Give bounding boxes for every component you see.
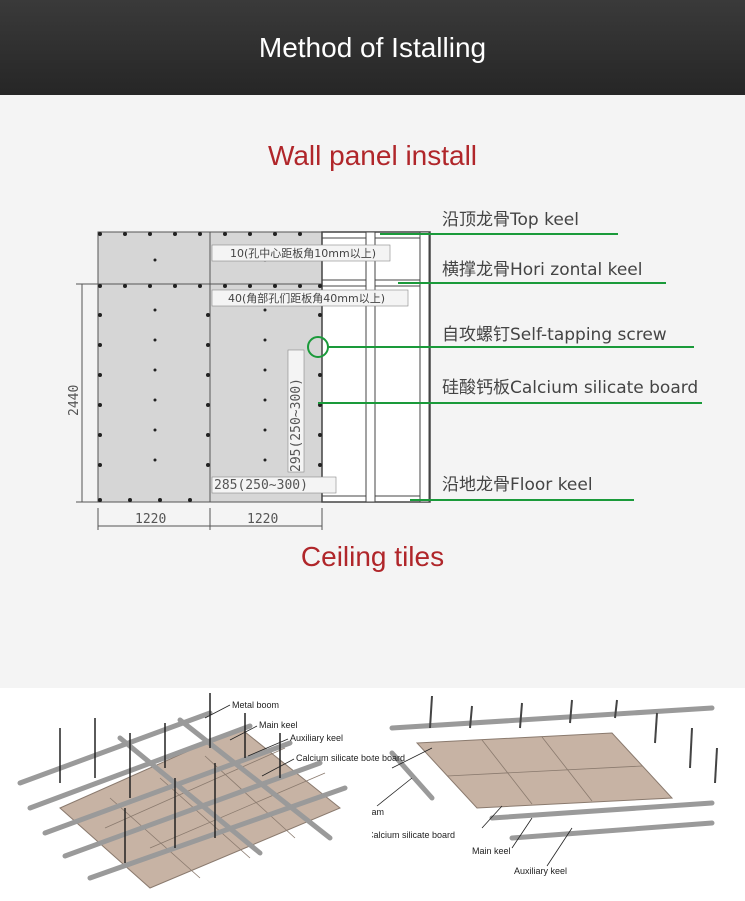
dim-horizontal-spacing: 285(250~300)	[214, 478, 308, 493]
label-auxiliary-keel-right: Auxiliary keel	[514, 866, 567, 876]
booms-left	[59, 693, 281, 863]
dim-vertical-spacing: 295(250~300)	[289, 378, 304, 472]
keels-left	[17, 710, 348, 881]
ceiling-board-right	[415, 732, 674, 809]
label-seam: seam	[372, 807, 384, 817]
label-board-bottom-right: Calcium silicate board	[372, 830, 455, 840]
dim-width-right: 1220	[247, 512, 278, 527]
leaders-right	[376, 747, 573, 867]
ceiling-diagram-left: Metal boom Main keel Auxiliary keel Calc…	[17, 693, 372, 889]
callout-floor-keel: 沿地龙骨Floor keel	[442, 475, 593, 495]
note-edge-40: 40(角部孔们距板角40mm以上)	[228, 291, 385, 305]
keels-right	[389, 705, 715, 841]
callout-board: 硅酸钙板Calcium silicate board	[442, 378, 698, 398]
label-board-left: Calcium silicate board	[296, 753, 372, 763]
screw-dots	[98, 232, 322, 502]
rods-right	[429, 695, 718, 784]
ceiling-tiles-title: Ceiling tiles	[300, 541, 445, 572]
wall-panel-title: Wall panel install	[267, 140, 478, 171]
callout-screw: 自攻螺钉Self-tapping screw	[442, 325, 667, 345]
label-board-top-right: Calcium silicate board	[372, 753, 405, 763]
note-edge-10: 10(孔中心距板角10mm以上)	[230, 246, 376, 260]
label-auxiliary-keel-left: Auxiliary keel	[290, 733, 343, 743]
page-title: Method of Istalling	[258, 31, 487, 63]
board-seams-right	[446, 736, 643, 805]
callout-lines	[318, 233, 702, 501]
stud-2	[419, 231, 430, 503]
label-main-keel-left: Main keel	[259, 720, 298, 730]
board-left-top	[97, 231, 211, 285]
label-main-keel-right: Main keel	[472, 846, 511, 856]
dim-width-left: 1220	[135, 512, 166, 527]
stud-1	[365, 231, 376, 503]
board-right	[209, 283, 323, 503]
wall-panel-diagram: 10(孔中心距板角10mm以上) 40(角部孔们距板角40mm以上) 295(2…	[67, 210, 702, 530]
label-metal-boom: Metal boom	[232, 700, 279, 710]
board-left	[97, 283, 211, 503]
dim-height: 2440	[67, 385, 82, 416]
ceiling-diagram-right: Calcium silicate board seam Calcium sili…	[372, 695, 718, 876]
leaders-left	[204, 704, 295, 777]
callout-top-keel: 沿顶龙骨Top keel	[442, 210, 579, 230]
callout-hori-keel: 横撑龙骨Hori zontal keel	[442, 260, 643, 280]
frame-outline	[321, 231, 431, 503]
header-banner: Method of Istalling	[0, 0, 745, 95]
